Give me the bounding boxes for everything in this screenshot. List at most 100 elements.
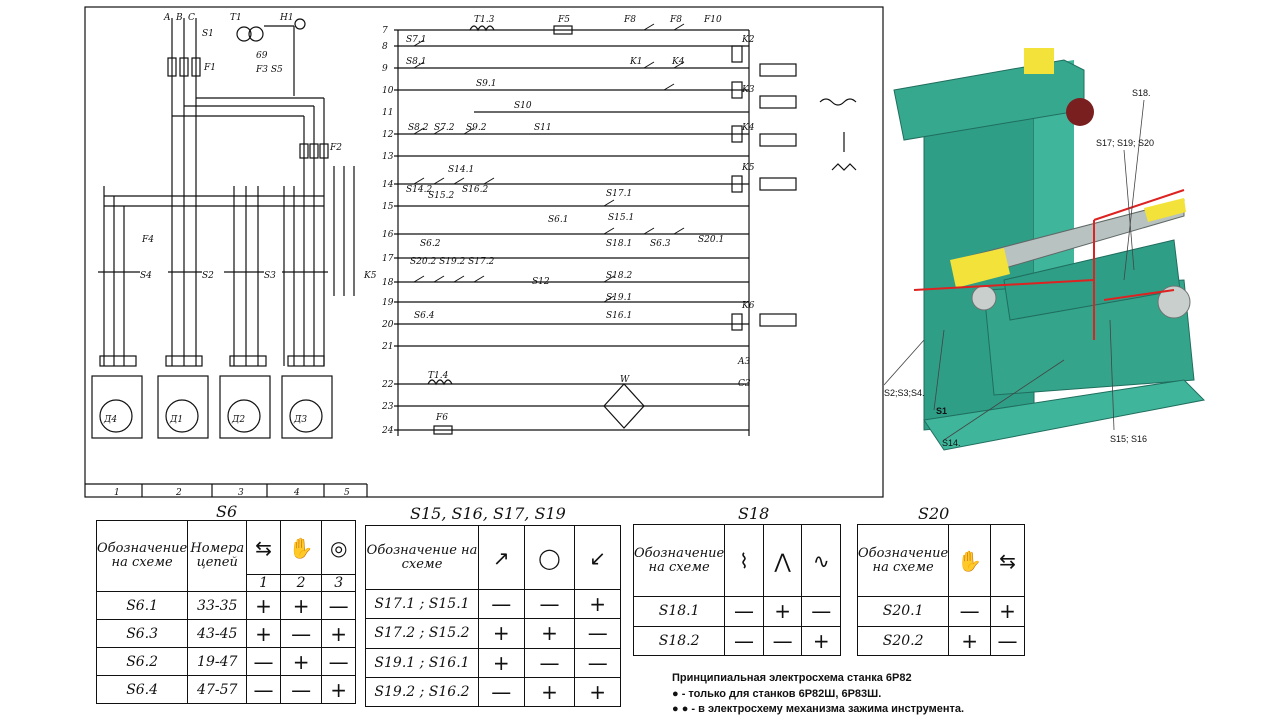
svg-text:K6: K6	[741, 301, 755, 311]
table-s18: Обозначение на схеме ⌇ ⋀ ∿ S18.1—+— S18.…	[632, 524, 841, 656]
svg-text:S14.1: S14.1	[448, 165, 474, 175]
auto-cycle-icon: ⇆	[990, 524, 1025, 597]
row-name: S6.3	[95, 619, 189, 648]
row-number: 12	[382, 130, 394, 140]
svg-text:F1: F1	[203, 63, 216, 73]
row-name: S17.2 ; S15.2	[365, 618, 479, 649]
row-name: S18.2	[632, 625, 726, 656]
col-designation: Обозначение на схеме	[632, 524, 726, 597]
position-1: 1	[246, 574, 281, 592]
photo-label-s15-s16: S15; S16	[1110, 434, 1147, 444]
svg-text:A: A	[163, 13, 171, 23]
row-circuit: 47-57	[187, 675, 248, 704]
svg-text:F8: F8	[669, 15, 682, 25]
photo-label-s17-s19-s20: S17; S19; S20	[1096, 138, 1154, 148]
svg-text:K5: K5	[741, 163, 755, 173]
position-2: 2	[279, 574, 323, 592]
svg-text:F6: F6	[435, 413, 448, 423]
row-name: S20.1	[856, 596, 950, 627]
svg-text:S2: S2	[202, 271, 214, 281]
table-row: S20.2+—	[856, 625, 1025, 656]
svg-text:B: B	[175, 13, 183, 23]
row-number: 22	[381, 380, 394, 390]
table-s20-title: S20	[918, 504, 950, 523]
cell: —	[523, 647, 576, 678]
svg-text:Д3: Д3	[293, 415, 307, 425]
row-name: S17.1 ; S15.1	[365, 588, 479, 620]
svg-text:A3: A3	[737, 357, 750, 367]
cell: —	[478, 676, 525, 708]
col-designation: Обозначение на схеме	[856, 524, 950, 597]
svg-text:F10: F10	[703, 15, 722, 25]
position-3: 3	[321, 574, 356, 592]
svg-text:Д1: Д1	[169, 415, 183, 425]
cell: —	[574, 647, 621, 678]
svg-text:S3: S3	[264, 271, 276, 281]
cell: —	[279, 675, 323, 704]
cell: +	[246, 591, 281, 620]
cell: +	[990, 596, 1025, 627]
cell: +	[279, 647, 323, 676]
svg-text:69: 69	[256, 51, 268, 61]
cell: +	[762, 596, 803, 627]
svg-text:Д4: Д4	[103, 415, 117, 425]
photo-label-s14: S14.	[942, 438, 961, 448]
row-number: 13	[382, 152, 394, 162]
svg-text:S6.4: S6.4	[414, 311, 435, 321]
svg-text:1: 1	[114, 488, 120, 498]
cell: —	[948, 596, 992, 627]
svg-text:F2: F2	[329, 143, 342, 153]
cell: —	[724, 625, 764, 656]
svg-text:S15.1: S15.1	[608, 213, 634, 223]
row-number: 8	[382, 42, 388, 52]
svg-text:K5: K5	[363, 271, 377, 281]
cell: +	[321, 675, 356, 704]
svg-text:C3: C3	[738, 379, 751, 389]
row-number: 19	[382, 298, 394, 308]
svg-text:T1.4: T1.4	[428, 371, 449, 381]
col-circuits: Номера цепей	[187, 520, 248, 592]
row-number: 11	[382, 108, 393, 118]
photo-label-s18: S18.	[1132, 88, 1151, 98]
cell: —	[990, 625, 1025, 656]
svg-text:S20.2 S19.2 S17.2: S20.2 S19.2 S17.2	[410, 257, 495, 267]
row-circuit: 33-35	[187, 591, 248, 620]
row-number: 21	[381, 342, 393, 352]
table-s15-title: S15, S16, S17, S19	[410, 504, 566, 523]
cell: +	[523, 676, 576, 708]
table-row: S19.1 ; S16.1+——	[365, 647, 621, 678]
svg-text:S9.1: S9.1	[476, 79, 496, 89]
svg-text:S4: S4	[140, 271, 152, 281]
cell: +	[321, 619, 356, 648]
table-s6: Обозначение на схеме Номера цепей ⇆ ✋ ◎ …	[95, 520, 356, 704]
svg-text:S8.1: S8.1	[406, 57, 426, 67]
svg-text:4: 4	[293, 488, 300, 498]
svg-text:Д2: Д2	[231, 415, 245, 425]
table-s15: Обозначение на схеме ↗ ◯ ↙ S17.1 ; S15.1…	[365, 525, 621, 708]
svg-text:S17.1: S17.1	[606, 189, 632, 199]
row-number: 7	[382, 26, 388, 36]
svg-text:T1.3: T1.3	[474, 15, 495, 25]
photo-label-s2-s3-s4: S2;S3;S4.	[884, 388, 925, 398]
table-row: S18.2——+	[632, 625, 841, 656]
svg-text:S18.1: S18.1	[606, 239, 632, 249]
svg-text:3: 3	[238, 488, 244, 498]
svg-text:H1: H1	[279, 13, 294, 23]
svg-text:S6.1: S6.1	[548, 215, 568, 225]
svg-text:2: 2	[175, 488, 182, 498]
svg-text:S8.2: S8.2	[408, 123, 429, 133]
table-row: S17.2 ; S15.2++—	[365, 618, 621, 649]
table-s6-title: S6	[216, 502, 238, 521]
row-number: 15	[382, 202, 394, 212]
table-row: S19.2 ; S16.2—++	[365, 676, 621, 708]
svg-text:S6.2: S6.2	[420, 239, 441, 249]
cell: +	[279, 591, 323, 620]
cell: —	[523, 588, 576, 620]
svg-text:S12: S12	[532, 277, 550, 287]
row-name: S6.4	[95, 675, 189, 704]
svg-text:S16.2: S16.2	[462, 185, 488, 195]
svg-text:S15.2: S15.2	[428, 191, 454, 201]
